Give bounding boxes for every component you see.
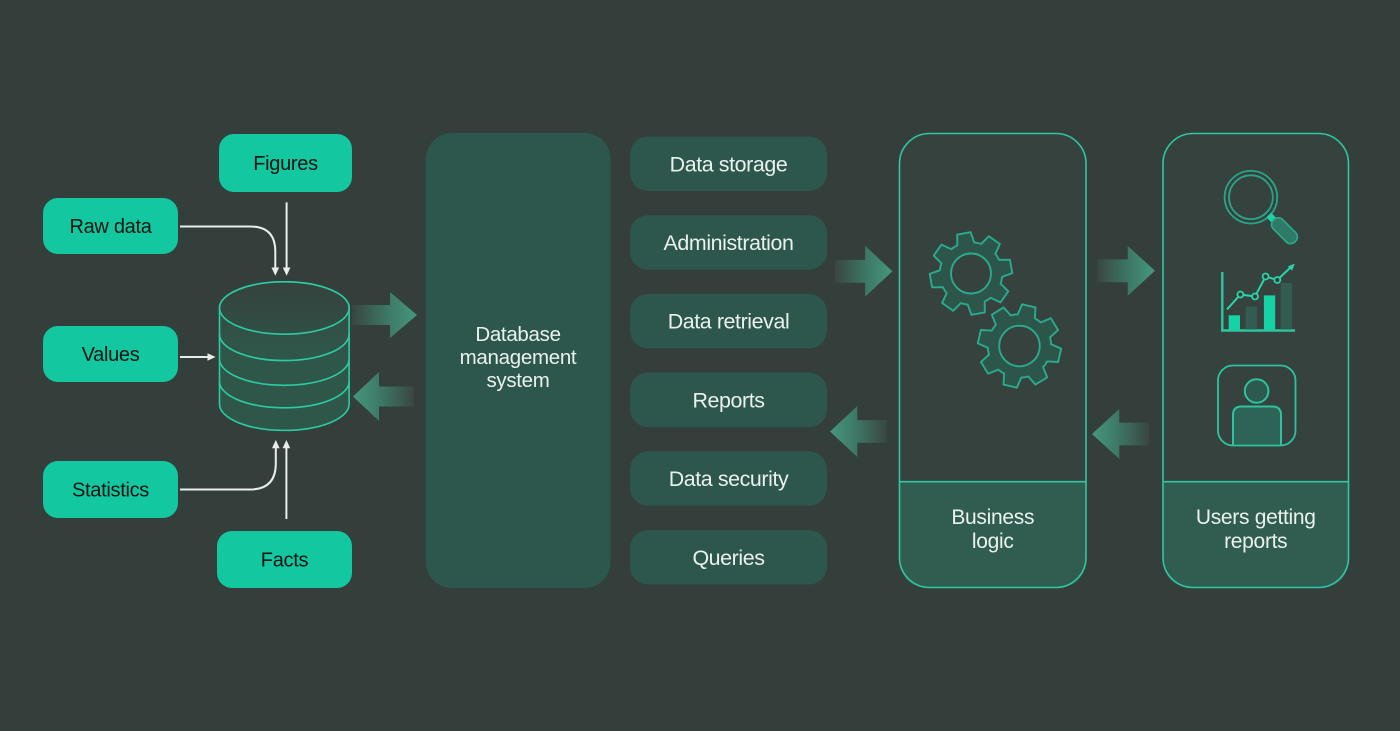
svg-text:Facts: Facts	[261, 550, 309, 572]
svg-text:management: management	[460, 346, 577, 369]
svg-text:Users getting: Users getting	[1196, 506, 1316, 529]
svg-text:logic: logic	[972, 530, 1014, 553]
svg-text:Data retrieval: Data retrieval	[668, 310, 790, 334]
svg-text:Raw data: Raw data	[69, 216, 152, 238]
svg-text:Reports: Reports	[692, 388, 764, 412]
svg-text:Administration: Administration	[664, 231, 794, 255]
svg-text:Data storage: Data storage	[670, 152, 788, 176]
svg-text:Database: Database	[475, 323, 560, 346]
svg-text:Queries: Queries	[692, 546, 764, 570]
svg-text:Values: Values	[82, 344, 140, 366]
svg-text:system: system	[486, 369, 549, 392]
svg-text:Figures: Figures	[253, 153, 318, 175]
svg-text:Statistics: Statistics	[72, 480, 149, 502]
svg-text:reports: reports	[1224, 530, 1287, 553]
svg-text:Data security: Data security	[669, 467, 789, 491]
svg-text:Business: Business	[951, 506, 1034, 529]
